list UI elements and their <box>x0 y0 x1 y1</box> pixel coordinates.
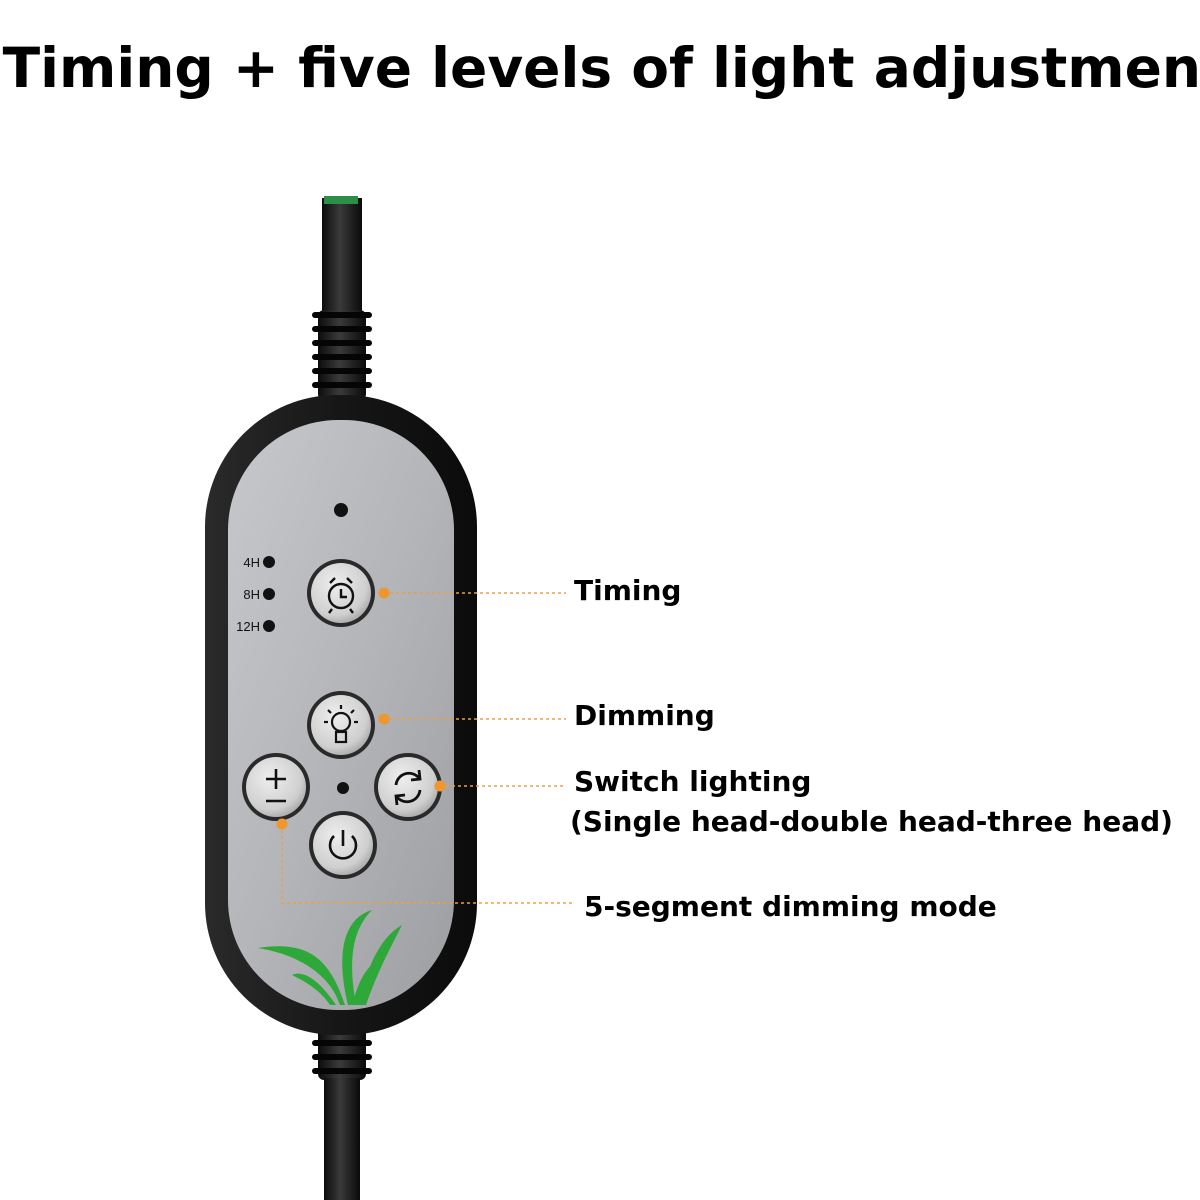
callout-dots <box>276 587 446 830</box>
plus-minus-icon <box>266 769 286 803</box>
timer-button[interactable] <box>307 559 375 627</box>
bottom-cable <box>312 1010 372 1200</box>
refresh-icon <box>394 769 422 806</box>
power-icon <box>328 830 358 860</box>
callout-five-segment: 5-segment dimming mode <box>584 890 997 923</box>
callout-switch-lighting: Switch lighting <box>574 765 812 798</box>
switch-lighting-button[interactable] <box>374 753 442 821</box>
center-led <box>337 782 349 794</box>
light-bulb-icon <box>324 705 358 744</box>
brightness-button[interactable] <box>242 753 310 821</box>
status-led <box>334 503 348 517</box>
page-title: Timing + five levels of light adjustment <box>2 36 1200 100</box>
callout-lines <box>281 592 572 904</box>
timer-level-4h: 4H <box>243 555 260 570</box>
alarm-clock-icon <box>327 577 355 614</box>
top-cable <box>312 196 372 400</box>
dimming-button[interactable] <box>307 691 375 759</box>
callout-switch-lighting-detail: (Single head-double head-three head) <box>570 805 1173 838</box>
timer-level-12h: 12H <box>236 619 260 634</box>
plant-logo <box>258 910 402 1005</box>
timer-level-8h: 8H <box>243 587 260 602</box>
callout-dimming: Dimming <box>574 699 715 732</box>
callout-timing: Timing <box>574 574 682 607</box>
timer-indicators: 4H 8H 12H <box>236 555 275 634</box>
power-button[interactable] <box>309 811 377 879</box>
